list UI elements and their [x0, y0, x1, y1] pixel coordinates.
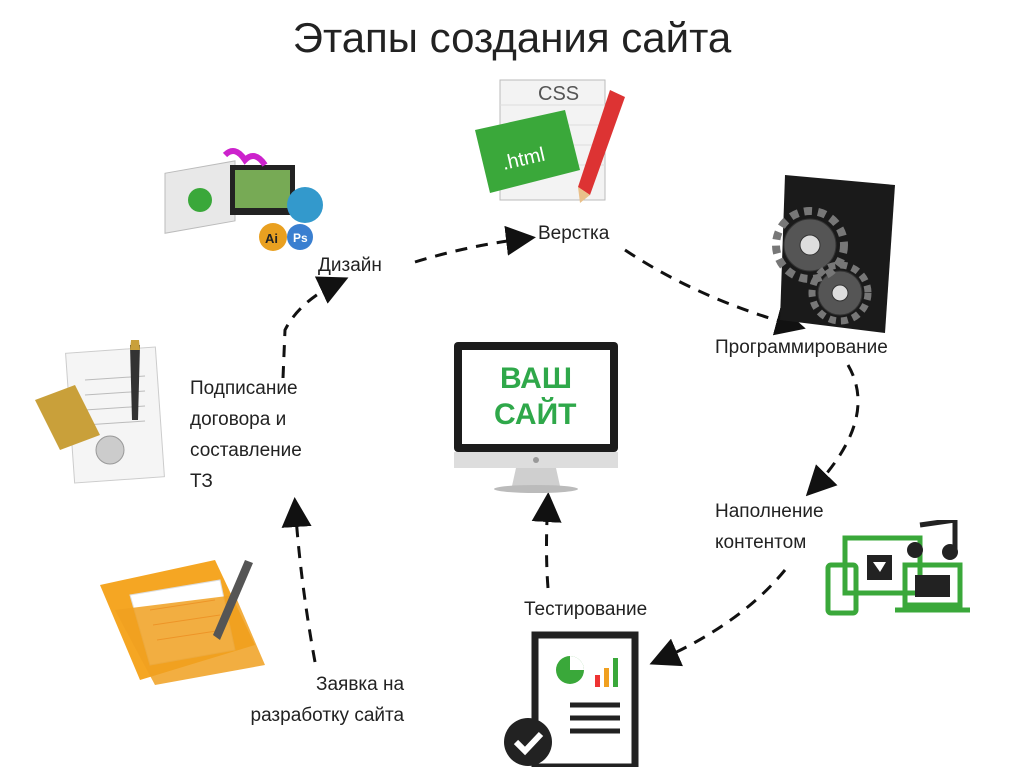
arrow-request-to-contract [281, 497, 317, 663]
design-tools-icon: Ai Ps [164, 148, 323, 251]
page-title: Этапы создания сайта [292, 14, 732, 61]
label-line: Наполнение [715, 501, 824, 522]
contract-signing-icon [35, 340, 165, 484]
stage-programming-label: Программирование [715, 337, 888, 358]
your-site-monitor: ВАШ САЙТ [454, 342, 618, 493]
label-line: Заявка на [316, 674, 405, 695]
site-text-line1: ВАШ [500, 362, 572, 395]
label-line: составление [190, 440, 302, 461]
arrow-design-to-layout [414, 225, 536, 264]
stage-contract-label: Подписание договора и составление ТЗ [190, 373, 302, 497]
html-css-icon: CSS .html [475, 79, 625, 203]
arrow-testing-to-site [531, 492, 562, 589]
stage-testing-label: Тестирование [524, 599, 648, 620]
arrow-layout-to-programming [624, 248, 806, 336]
stage-request-label: Заявка на разработку сайта [228, 669, 405, 731]
ps-badge: Ps [293, 231, 308, 245]
stage-design-label: Дизайн [318, 255, 382, 276]
css-label: CSS [538, 83, 579, 105]
label-line: договора и [190, 409, 287, 430]
ai-badge: Ai [265, 231, 278, 246]
stage-content-label: Наполнение контентом [715, 496, 824, 558]
testing-report-icon [504, 631, 639, 767]
request-folder-icon [100, 560, 265, 685]
arrow-contract-to-design [281, 276, 349, 379]
programming-gears-icon [772, 175, 895, 333]
label-line: контентом [715, 532, 807, 553]
arrow-content-to-testing [649, 569, 787, 667]
label-line: ТЗ [190, 471, 213, 492]
stage-layout-label: Верстка [538, 223, 610, 244]
label-line: Подписание [190, 378, 298, 399]
site-text-line2: САЙТ [494, 397, 576, 431]
content-media-icon [825, 520, 970, 616]
label-line: разработку сайта [250, 705, 405, 726]
arrow-programming-to-content [805, 364, 860, 497]
